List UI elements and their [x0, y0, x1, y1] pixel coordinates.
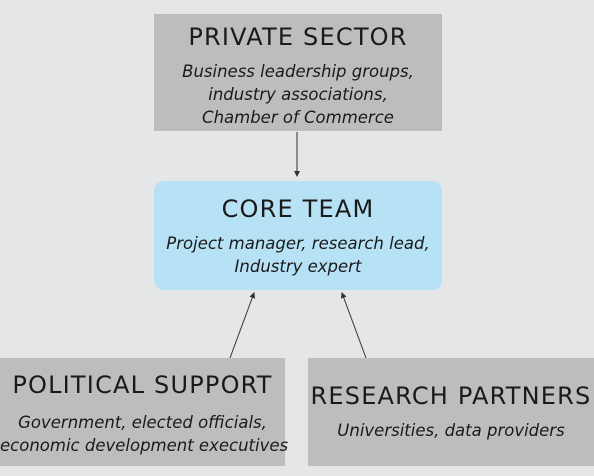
arrow-research-to-core	[340, 292, 367, 359]
research-partners-line: Universities, data providers	[337, 421, 565, 440]
core-team-line: Industry expert	[234, 257, 362, 276]
research-partners-title: RESEARCH PARTNERS	[310, 382, 592, 410]
private-sector-line: industry associations,	[208, 85, 388, 104]
private-sector-description: Business leadership groups, industry ass…	[154, 60, 442, 129]
political-support-line: economic development executives	[0, 436, 289, 455]
core-team-line: Project manager, research lead,	[166, 234, 430, 253]
arrow-political-to-core	[229, 292, 256, 359]
political-support-box: POLITICAL SUPPORT Government, elected of…	[0, 358, 289, 466]
private-sector-title: PRIVATE SECTOR	[188, 23, 408, 51]
research-partners-description: Universities, data providers	[308, 419, 594, 442]
political-support-title: POLITICAL SUPPORT	[12, 371, 273, 399]
political-support-line: Government, elected officials,	[18, 413, 267, 432]
research-partners-box: RESEARCH PARTNERS Universities, data pro…	[308, 358, 594, 466]
core-team-box: CORE TEAM Project manager, research lead…	[154, 181, 442, 290]
core-team-description: Project manager, research lead, Industry…	[154, 232, 442, 278]
private-sector-line: Chamber of Commerce	[202, 108, 394, 127]
political-support-description: Government, elected officials, economic …	[0, 411, 289, 457]
private-sector-box: PRIVATE SECTOR Business leadership group…	[154, 14, 442, 131]
core-team-title: CORE TEAM	[221, 195, 375, 223]
private-sector-line: Business leadership groups,	[182, 62, 414, 81]
